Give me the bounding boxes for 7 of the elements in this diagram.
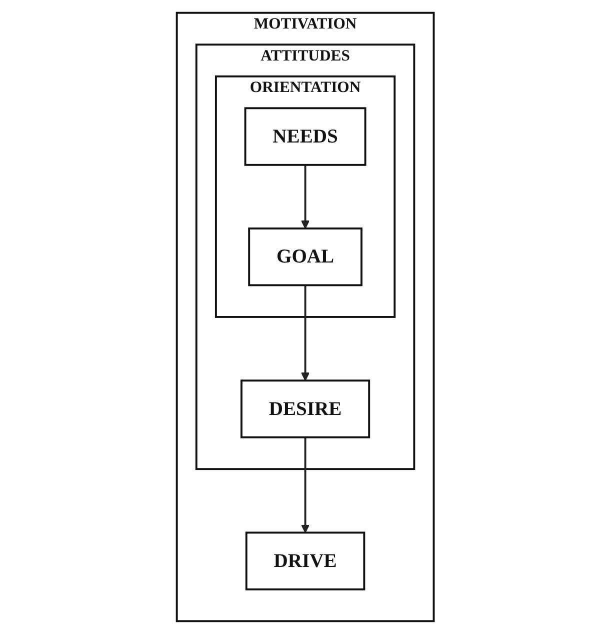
node-box: NEEDS: [244, 107, 366, 166]
arrow: [300, 285, 310, 381]
node-box: DRIVE: [245, 532, 365, 590]
node-box: GOAL: [248, 228, 362, 286]
arrow: [300, 164, 310, 229]
node-box: DESIRE: [240, 380, 370, 438]
arrow: [300, 437, 310, 534]
